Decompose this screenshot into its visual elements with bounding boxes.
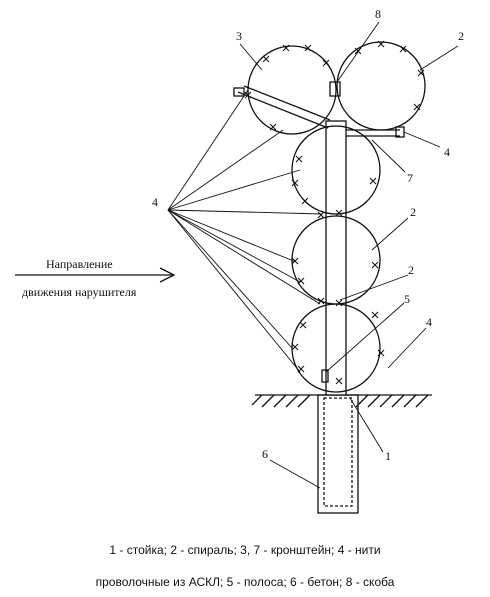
- label-1: 1: [385, 449, 391, 463]
- label-4-right-top: 4: [444, 145, 450, 159]
- bracket-left: [233, 85, 331, 129]
- wire-crosses: [244, 40, 425, 385]
- direction-label-line2: движения нарушителя: [22, 285, 137, 299]
- label-6: 6: [262, 447, 268, 461]
- direction-arrow: [15, 267, 176, 283]
- label-7: 7: [407, 171, 413, 185]
- post: [325, 120, 347, 396]
- label-4-right-bottom: 4: [426, 315, 432, 329]
- label-4-left: 4: [152, 195, 158, 209]
- strip: [321, 369, 329, 383]
- caption-line-1: 1 - стойка; 2 - спираль; 3, 7 - кронштей…: [109, 543, 381, 557]
- label-2-middle: 2: [410, 205, 416, 219]
- label-2-lower: 2: [408, 263, 414, 277]
- label-5: 5: [404, 292, 410, 306]
- threads: [167, 89, 323, 373]
- bracket-right: [346, 126, 405, 138]
- direction-label-line1: Направление: [46, 257, 113, 271]
- concrete-footing: [317, 394, 359, 514]
- leader-lines: [239, 21, 459, 489]
- caption-line-2: проволочные из АСКЛ; 5 - полоса; 6 - бет…: [95, 575, 395, 589]
- clamp: [329, 81, 341, 97]
- ground: [251, 394, 432, 408]
- label-3: 3: [236, 29, 242, 43]
- barrier-diagram: 8 3 2 4 7 4 2 2 5 4 1 6 Направление движ…: [15, 7, 464, 514]
- label-8: 8: [375, 7, 381, 21]
- label-2-top: 2: [458, 29, 464, 43]
